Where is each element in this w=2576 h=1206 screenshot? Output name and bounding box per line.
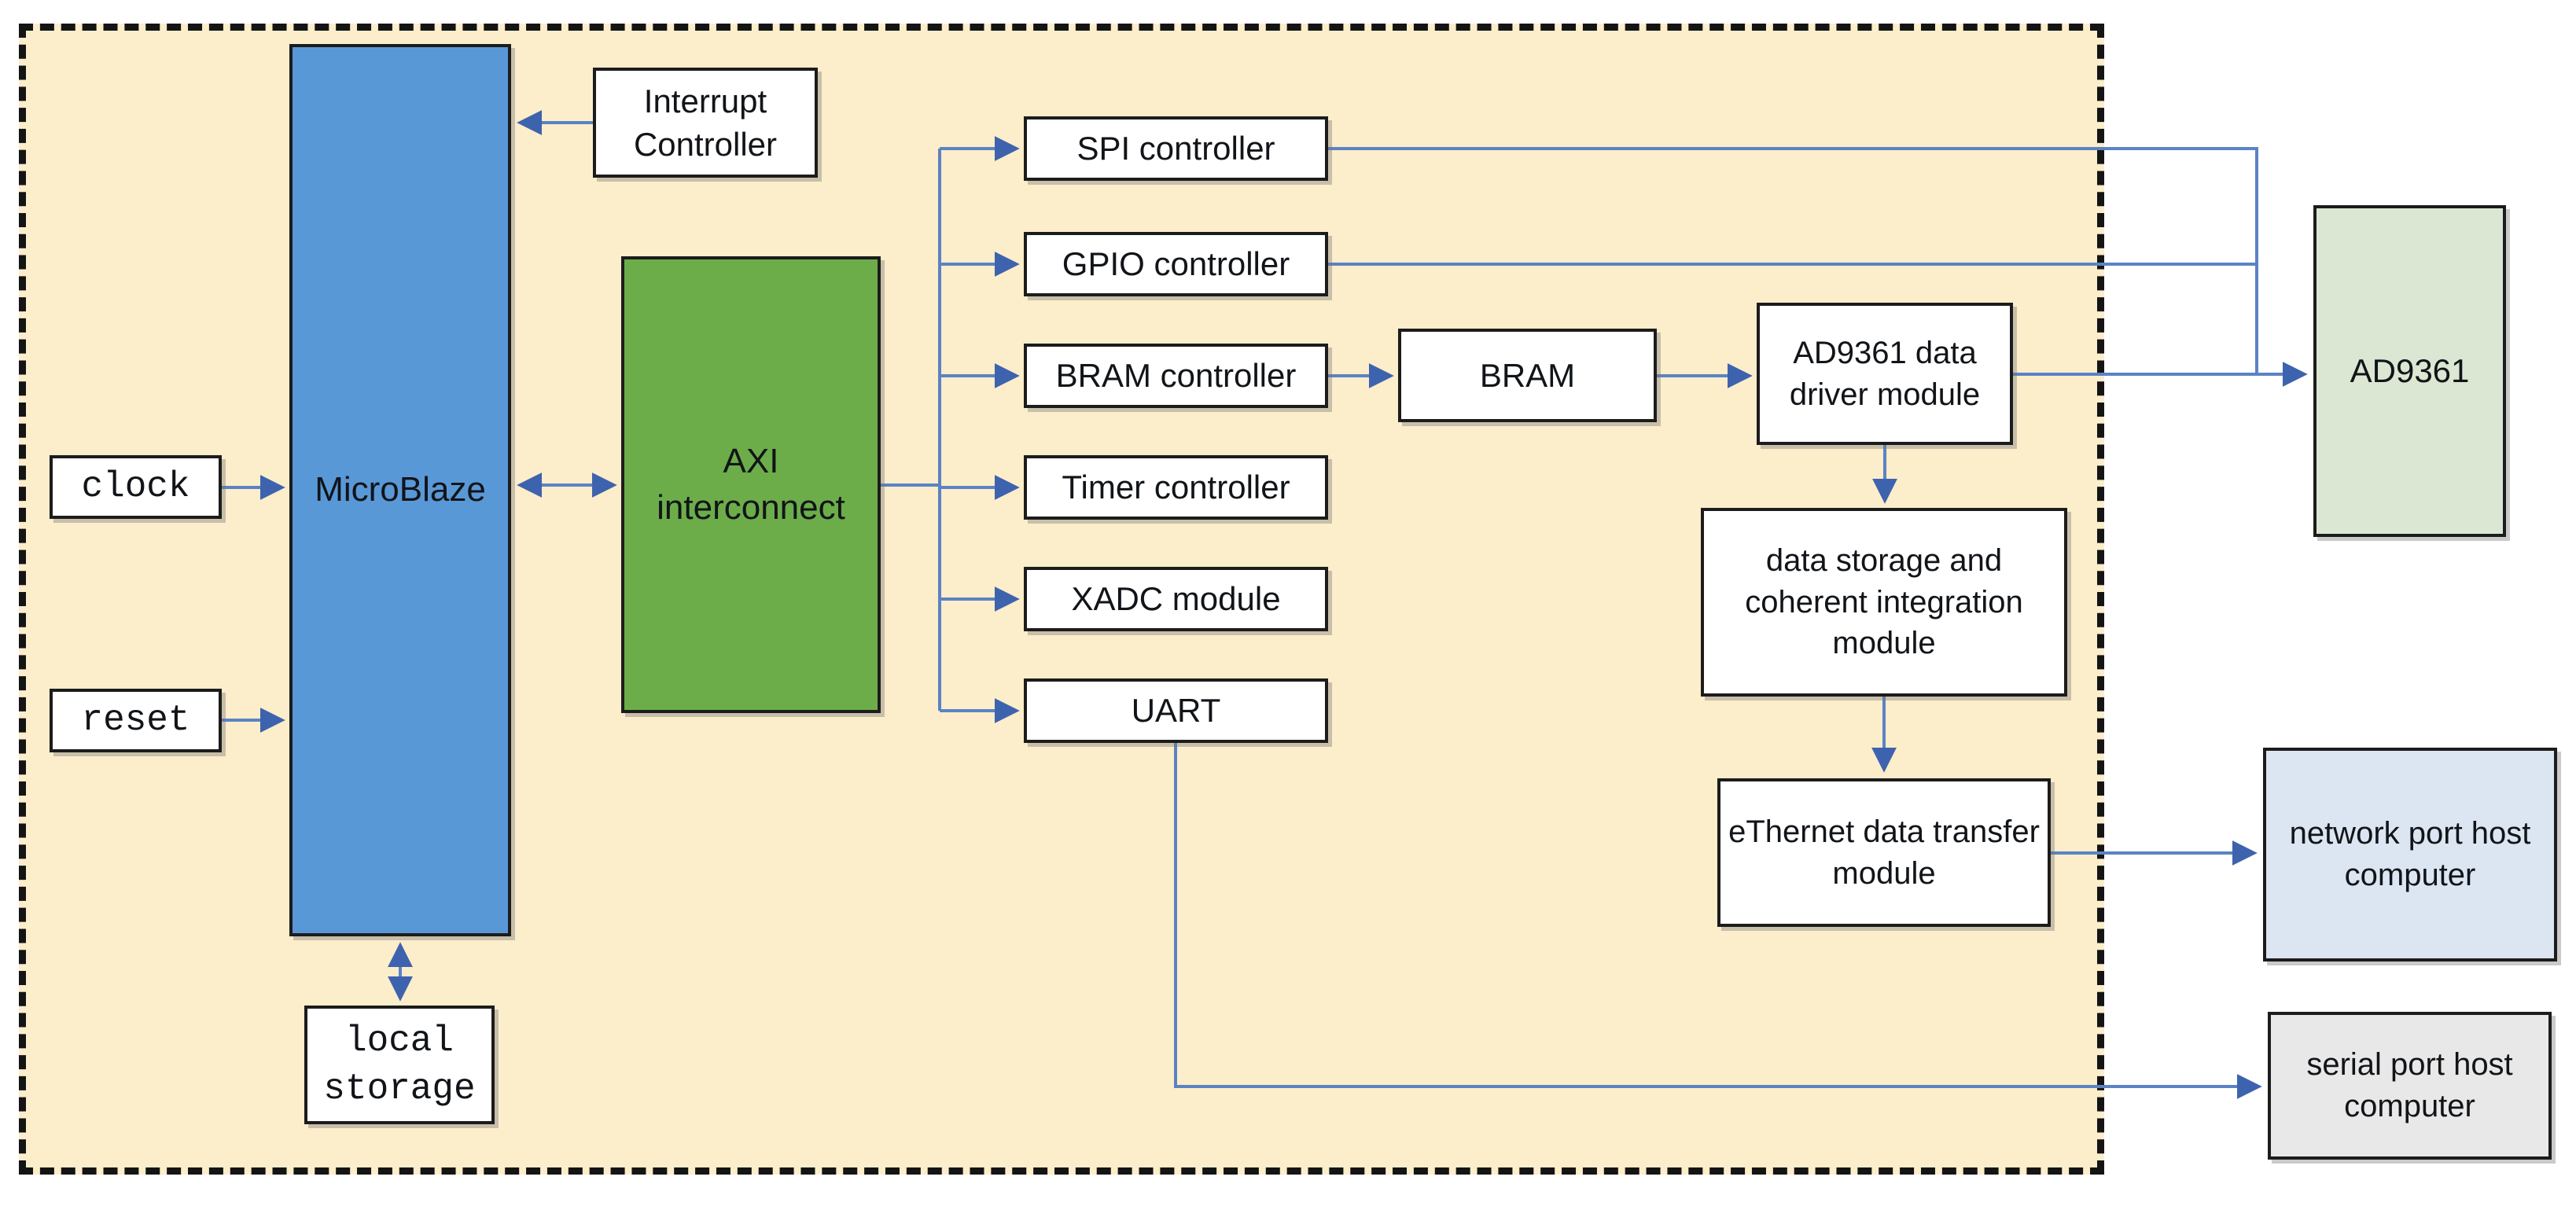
node-axi-interconnect: AXI interconnect	[621, 256, 881, 713]
node-network-port-host-label: network port host computer	[2289, 816, 2531, 892]
node-uart: UART	[1024, 678, 1328, 743]
node-local-storage-label: local storage	[323, 1020, 476, 1109]
node-spi-controller: SPI controller	[1024, 116, 1328, 181]
node-ad9361: AD9361	[2313, 205, 2506, 537]
node-gpio-controller-label: GPIO controller	[1062, 245, 1290, 283]
node-serial-port-host-label: serial port host computer	[2306, 1047, 2513, 1123]
node-ad9361-data-driver: AD9361 data driver module	[1757, 303, 2013, 445]
node-timer-controller-label: Timer controller	[1062, 469, 1290, 506]
node-bram-controller-label: BRAM controller	[1055, 357, 1297, 395]
node-xadc-module: XADC module	[1024, 567, 1328, 631]
node-data-storage-coherent-integration-label: data storage and coherent integration mo…	[1745, 542, 2023, 661]
node-interrupt-controller: Interrupt Controller	[593, 68, 818, 178]
node-axi-interconnect-label: AXI interconnect	[657, 442, 845, 527]
connector-spi-to-ad9361	[1328, 147, 2258, 374]
node-clock-label: clock	[81, 466, 190, 508]
node-interrupt-controller-label: Interrupt Controller	[633, 82, 778, 163]
node-bram-label: BRAM	[1479, 356, 1576, 394]
node-microblaze: MicroBlaze	[289, 44, 511, 936]
connector-uart-to-serialhost	[1174, 742, 2262, 1099]
node-bram: BRAM	[1398, 329, 1657, 422]
node-clock: clock	[50, 455, 222, 519]
node-data-storage-coherent-integration: data storage and coherent integration mo…	[1701, 508, 2067, 697]
node-xadc-module-label: XADC module	[1071, 580, 1281, 618]
node-bram-controller: BRAM controller	[1024, 344, 1328, 408]
node-ethernet-data-transfer: eThernet data transfer module	[1717, 778, 2051, 927]
node-ethernet-data-transfer-label: eThernet data transfer module	[1728, 814, 2040, 891]
node-network-port-host: network port host computer	[2263, 748, 2557, 961]
node-local-storage: local storage	[304, 1006, 495, 1124]
node-reset-label: reset	[81, 700, 190, 741]
node-uart-label: UART	[1131, 692, 1221, 730]
node-spi-controller-label: SPI controller	[1076, 130, 1275, 167]
node-ad9361-label: AD9361	[2350, 352, 2470, 390]
node-timer-controller: Timer controller	[1024, 455, 1328, 520]
node-gpio-controller: GPIO controller	[1024, 232, 1328, 296]
node-microblaze-label: MicroBlaze	[315, 470, 486, 509]
node-serial-port-host: serial port host computer	[2268, 1012, 2552, 1160]
node-reset: reset	[50, 689, 222, 752]
node-ad9361-data-driver-label: AD9361 data driver module	[1789, 335, 1981, 412]
